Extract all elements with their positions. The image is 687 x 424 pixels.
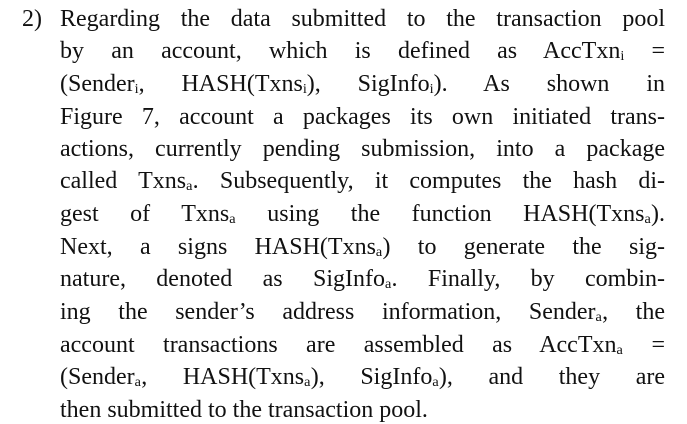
paragraph-line: Figure 7, account a packages its own ini…: [60, 104, 665, 130]
paragraph-line: Regarding the data submitted to the tran…: [60, 6, 665, 32]
paragraph-line: gest of Txnsₐ using the function HASH(Tx…: [60, 201, 665, 227]
paragraph-line: actions, currently pending submission, i…: [60, 136, 665, 162]
paragraph-line: called Txnsₐ. Subsequently, it computes …: [60, 168, 665, 194]
paragraph-line: Next, a signs HASH(Txnsₐ) to generate th…: [60, 234, 665, 260]
paragraph-line: ing the sender’s address information, Se…: [60, 299, 665, 325]
paragraph-line: account transactions are assembled as Ac…: [60, 332, 665, 358]
paragraph-line: nature, denoted as SigInfoₐ. Finally, by…: [60, 266, 665, 292]
paragraph-line: (Senderₐ, HASH(Txnsₐ), SigInfoₐ), and th…: [60, 364, 665, 390]
item-number: 2): [22, 6, 42, 32]
paragraph-line: by an account, which is defined as AccTx…: [60, 38, 665, 64]
paragraph-line: then submitted to the transaction pool.: [60, 397, 428, 423]
paragraph-line: (Senderᵢ, HASH(Txnsᵢ), SigInfoᵢ). As sho…: [60, 71, 665, 97]
